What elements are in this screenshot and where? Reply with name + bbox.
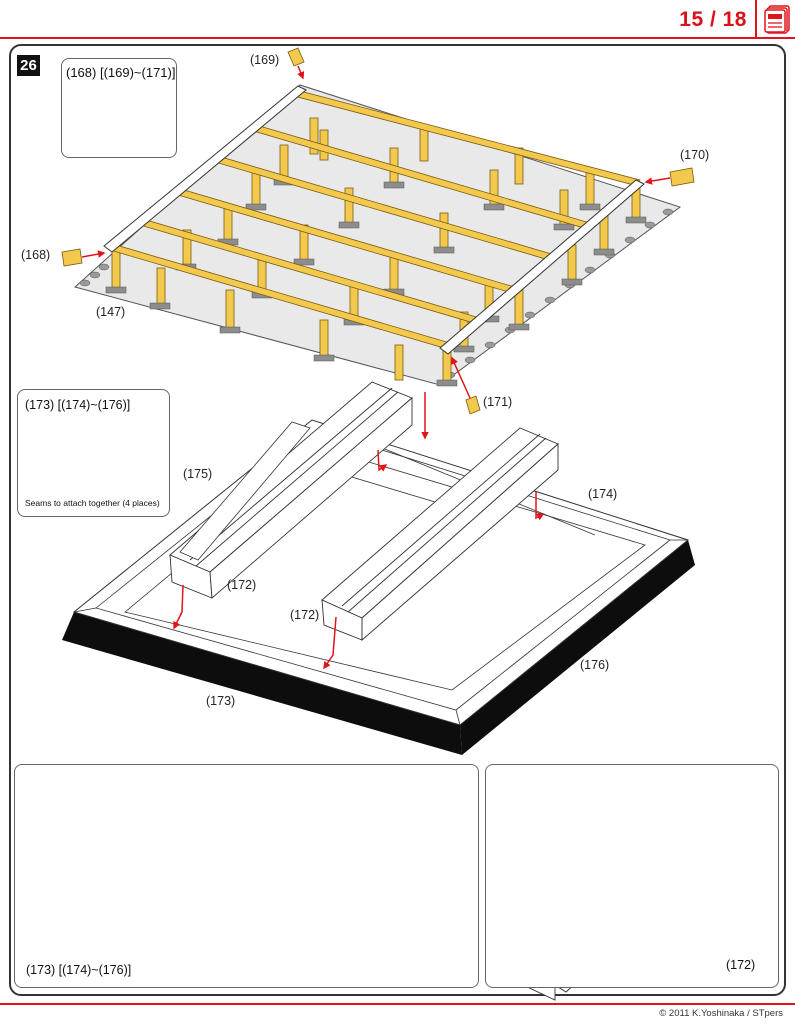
- header-divider: [755, 0, 757, 38]
- inset-seam-tip-caption: Seams to attach together (4 places): [25, 498, 160, 508]
- label-part-168: (168): [21, 248, 51, 262]
- inset-glue-tip: [61, 58, 177, 158]
- label-part-172-a: (172): [227, 578, 257, 592]
- label-part-169: (169): [250, 53, 280, 67]
- header-rule: [0, 37, 795, 39]
- copyright-notice: © 2011 K.Yoshinaka / STpers: [659, 1008, 783, 1019]
- placement-arrows: [173, 449, 545, 670]
- label-part-176: (176): [580, 658, 610, 672]
- page-counter: 15 / 18: [679, 8, 747, 31]
- inset-seam-tip-title: (173) [(174)~(176)]: [25, 398, 131, 412]
- part-169-block: [287, 47, 305, 80]
- label-part-171: (171): [483, 395, 513, 409]
- white-rails: [103, 85, 645, 355]
- part-168-block: [61, 248, 106, 267]
- label-part-174: (174): [588, 487, 618, 501]
- inset-seam-tip: [17, 389, 170, 517]
- inset-long-box: [14, 764, 479, 988]
- label-part-172-b: (172): [290, 608, 320, 622]
- trough-rail-left: [169, 381, 413, 599]
- inset-long-box-title: (173) [(174)~(176)]: [26, 963, 132, 977]
- label-part-170: (170): [680, 148, 710, 162]
- inset-trough-box-title: (172): [726, 958, 756, 972]
- part-170-block: [644, 167, 695, 187]
- label-part-175: (175): [183, 467, 213, 481]
- wooden-beams: [109, 89, 641, 349]
- label-part-147: (147): [96, 305, 126, 319]
- label-part-173: (173): [206, 694, 236, 708]
- step-number-badge: 26: [17, 55, 40, 76]
- document-stack-icon[interactable]: [762, 4, 792, 34]
- part-171-block: [451, 356, 481, 415]
- instruction-frame: [9, 44, 786, 996]
- rail-175: [179, 421, 311, 561]
- footer-rule: [0, 1003, 795, 1005]
- inset-trough-box: [485, 764, 779, 988]
- inset-glue-tip-title: (168) [(169)~(171)]: [66, 65, 176, 80]
- trough-rail-right: [321, 427, 559, 641]
